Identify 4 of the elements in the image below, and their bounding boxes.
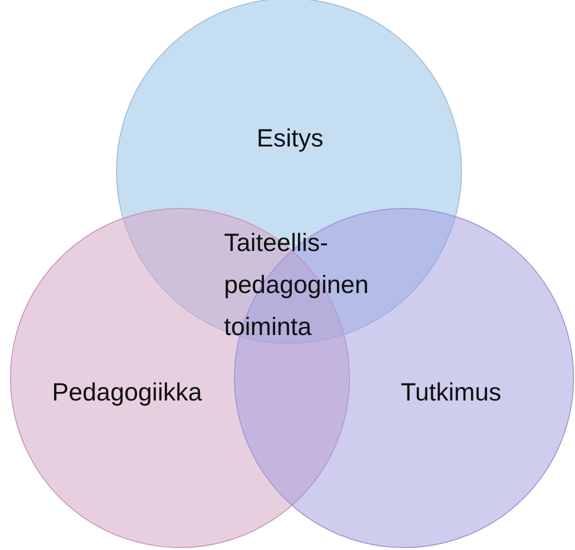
circle-label: Pedagogiikka (52, 378, 202, 408)
circle-label: Tutkimus (400, 378, 502, 408)
center-label: Taiteellis- pedagoginen toiminta (224, 228, 370, 343)
circle-label: Esitys (256, 124, 324, 154)
